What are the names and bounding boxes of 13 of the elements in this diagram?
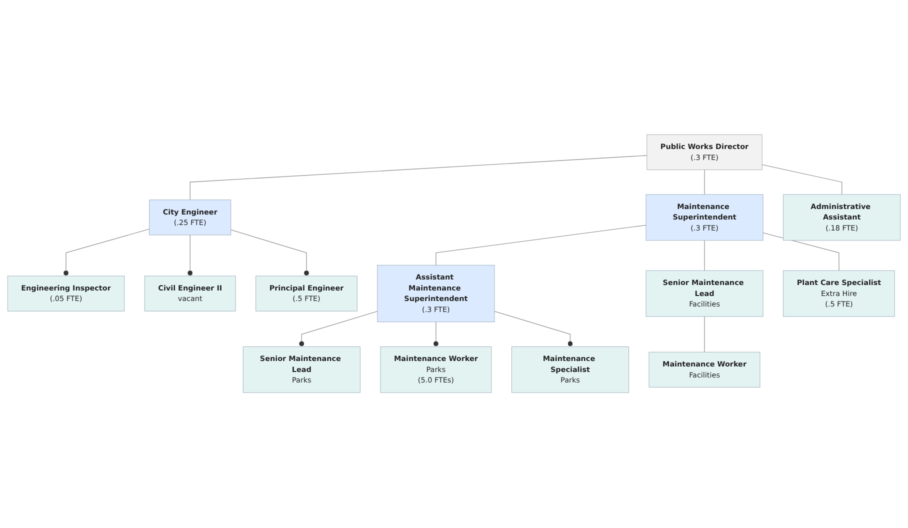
- connector: [190, 156, 648, 201]
- connector: [436, 225, 646, 266]
- connector: [298, 311, 378, 348]
- connector: [230, 230, 310, 277]
- connector: [762, 232, 840, 272]
- connector: [433, 322, 439, 348]
- connector: [704, 316, 705, 353]
- connector: [704, 170, 705, 196]
- connector: [187, 235, 193, 277]
- connector: [63, 229, 150, 277]
- connector: [762, 164, 842, 196]
- connector: [704, 240, 705, 272]
- connector: [494, 311, 573, 348]
